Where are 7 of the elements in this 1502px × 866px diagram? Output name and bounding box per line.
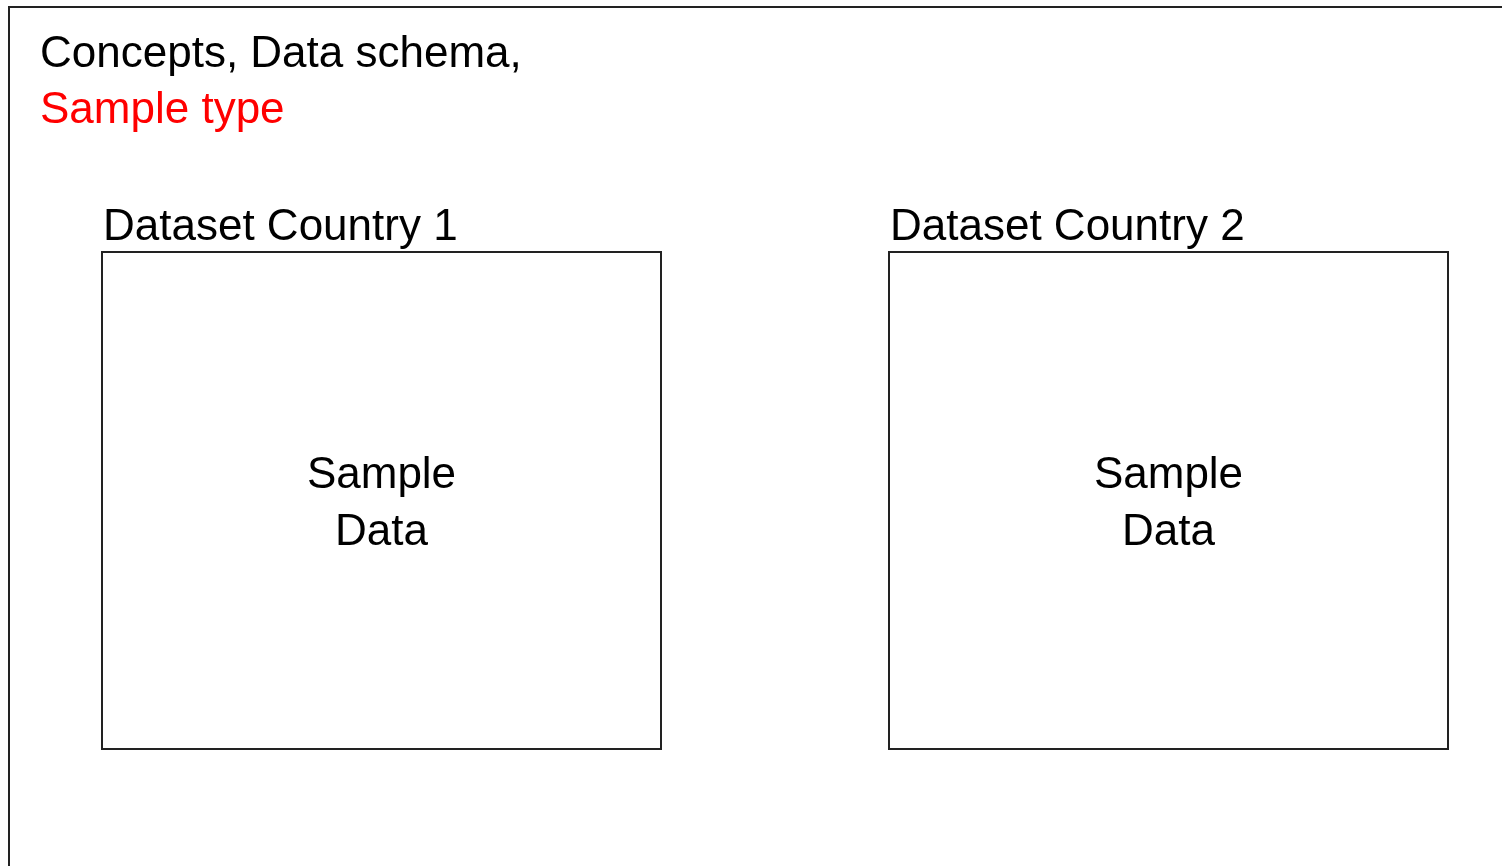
frame-heading: Concepts, Data schema,	[40, 26, 522, 78]
dataset-heading: Dataset Country 2	[890, 199, 1245, 251]
frame-subheading: Sample type	[40, 82, 285, 134]
box-text: Sample Data	[305, 446, 458, 556]
dataset-heading: Dataset Country 1	[103, 199, 458, 251]
box-text: Sample Data	[1092, 446, 1245, 556]
outer-frame	[8, 6, 1502, 866]
